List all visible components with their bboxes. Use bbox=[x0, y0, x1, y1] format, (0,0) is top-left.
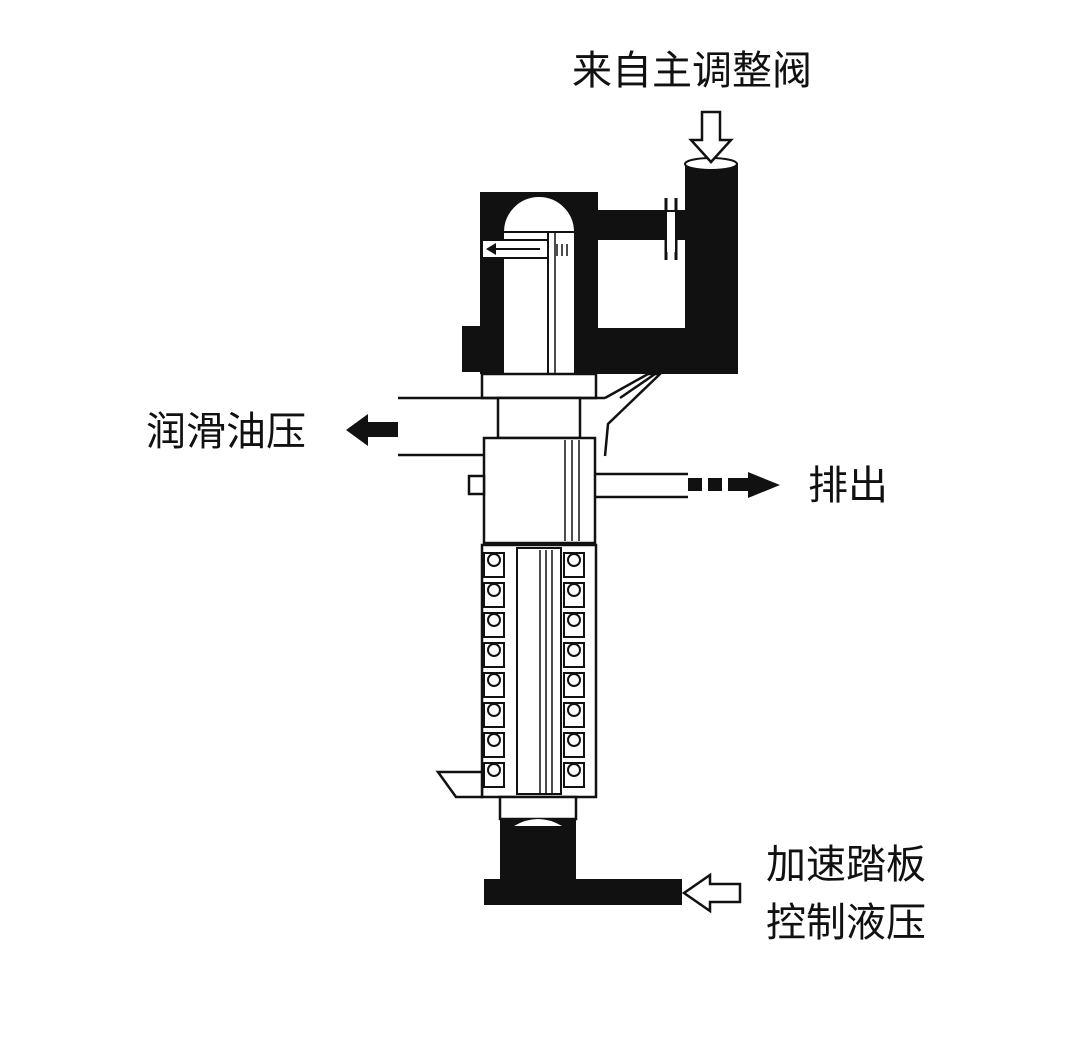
label-accelerator-line2: 控制液压 bbox=[766, 900, 926, 946]
spring-coil-turn bbox=[567, 643, 581, 657]
upper-bore bbox=[481, 195, 577, 374]
spring-coil-turn bbox=[487, 613, 501, 627]
arrow-drain bbox=[688, 472, 780, 498]
spring-chamber bbox=[435, 543, 598, 799]
spring-coil-turn bbox=[487, 583, 501, 597]
spring-coil-turn bbox=[567, 703, 581, 717]
spring-coil-turn bbox=[487, 643, 501, 657]
valve-middle-body bbox=[398, 372, 688, 545]
label-lubrication-pressure: 润滑油压 bbox=[146, 409, 306, 455]
spring-coil-turn bbox=[487, 733, 501, 747]
spring-left bbox=[483, 552, 505, 788]
spring-coil-turn bbox=[567, 583, 581, 597]
spring-coil-turn bbox=[487, 553, 501, 567]
label-from-main-regulator: 来自主调整阀 bbox=[572, 48, 812, 94]
label-accelerator-line1: 加速踏板 bbox=[766, 842, 926, 888]
spring-coil-turn bbox=[567, 763, 581, 777]
arrow-from-main-regulator bbox=[688, 110, 734, 164]
spring-right bbox=[563, 552, 585, 788]
spring-coil-turn bbox=[567, 673, 581, 687]
spring-coil-turn bbox=[487, 673, 501, 687]
arrow-accelerator-hydraulic bbox=[681, 872, 742, 914]
label-accelerator-hydraulic: 加速踏板 控制液压 bbox=[766, 836, 926, 952]
valve-lower-piston bbox=[484, 795, 682, 905]
spring-coil-turn bbox=[567, 733, 581, 747]
spring-coil-turn bbox=[567, 613, 581, 627]
spring-coil-turn bbox=[567, 553, 581, 567]
spring-coil-turn bbox=[487, 703, 501, 717]
arrow-lubrication-pressure bbox=[346, 414, 398, 446]
spring-coil-turn bbox=[487, 763, 501, 777]
label-drain: 排出 bbox=[808, 463, 888, 509]
